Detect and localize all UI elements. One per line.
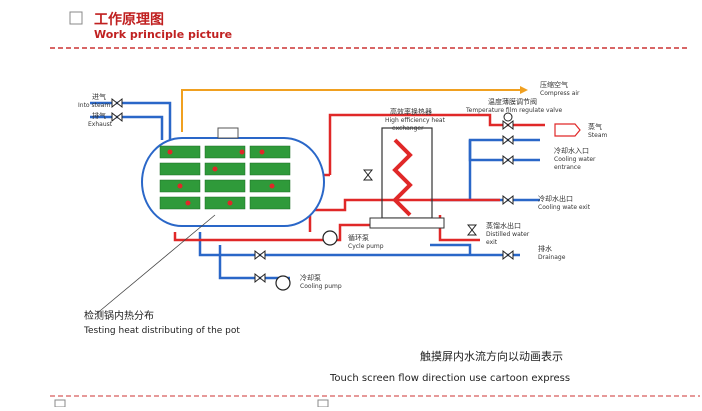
valve-water-2 bbox=[254, 272, 266, 284]
valve-exhaust bbox=[111, 111, 123, 123]
label-distilled-en2: exit bbox=[486, 239, 498, 246]
label-testing-en: Testing heat distributing of the pot bbox=[83, 326, 240, 336]
label-hx-en1: High efficiency heat bbox=[385, 117, 446, 124]
label-temp-valve-cn: 温度薄膜调节阀 bbox=[488, 97, 537, 106]
valve-steam-in bbox=[111, 97, 123, 109]
label-touch-cn: 触摸屏内水流方向以动画表示 bbox=[420, 349, 563, 363]
valve-steam bbox=[502, 119, 514, 131]
label-cycle-cn: 循环泵 bbox=[348, 233, 369, 242]
bottom-checkbox-left-icon bbox=[54, 399, 66, 408]
label-cool-pump-en: Cooling pump bbox=[300, 283, 342, 290]
heat-exchanger-body bbox=[381, 127, 433, 219]
label-drain-cn: 排水 bbox=[538, 244, 552, 253]
label-compress-air-en: Compress air bbox=[540, 90, 580, 97]
label-touch-en: Touch screen flow direction use cartoon … bbox=[329, 373, 570, 384]
compress-air-line bbox=[181, 89, 520, 132]
air-arrow-icon bbox=[520, 86, 528, 94]
valves bbox=[111, 97, 514, 284]
label-steam-in-en: Into steam bbox=[78, 102, 110, 109]
label-cool-in-en2: entrance bbox=[554, 164, 581, 171]
label-steam-cn: 蒸气 bbox=[588, 122, 602, 131]
valve-drain bbox=[502, 249, 514, 261]
tray-grid bbox=[159, 145, 291, 210]
valve-cool-in-2 bbox=[502, 154, 514, 166]
valve-cool-in-1 bbox=[502, 134, 514, 146]
label-steam-in-cn: 进气 bbox=[92, 92, 106, 101]
title-en: Work principle picture bbox=[94, 28, 232, 41]
valve-water-1 bbox=[254, 249, 266, 261]
label-cool-pump-cn: 冷却泵 bbox=[300, 273, 321, 282]
pot-top-port bbox=[217, 127, 239, 139]
label-compress-air-cn: 压缩空气 bbox=[540, 80, 568, 89]
label-cycle-en: Cycle pump bbox=[348, 243, 384, 250]
label-cool-out-cn: 冷却水出口 bbox=[538, 194, 573, 203]
valve-cool-out bbox=[502, 194, 514, 206]
label-hx-cn: 高效率换热器 bbox=[390, 107, 432, 116]
title-checkbox-icon bbox=[69, 11, 83, 25]
regulate-valve-actuator bbox=[503, 112, 513, 122]
label-drain-en: Drainage bbox=[538, 254, 566, 261]
heat-exchanger-base bbox=[369, 217, 445, 229]
heat-exchanger-coil bbox=[392, 138, 413, 217]
label-cool-in-cn: 冷却水入口 bbox=[554, 146, 589, 155]
label-temp-valve-en: Temperature film regulate valve bbox=[465, 107, 562, 114]
label-hx-en2: exchanger bbox=[392, 125, 424, 132]
valve-distilled bbox=[466, 224, 478, 236]
label-testing-cn: 检测锅内热分布 bbox=[84, 309, 154, 322]
label-cool-out-en: Cooling wate exit bbox=[538, 204, 591, 211]
steam-inlet-connector bbox=[554, 123, 581, 137]
bottom-checkbox-right-icon bbox=[317, 399, 329, 408]
label-cool-in-en1: Cooling water bbox=[554, 156, 596, 163]
valve-vertical bbox=[362, 169, 374, 181]
label-distilled-en1: Distilled water bbox=[486, 231, 530, 238]
label-exhaust-cn: 排气 bbox=[92, 111, 106, 120]
label-exhaust-en: Exhaust bbox=[88, 121, 113, 128]
title-cn: 工作原理图 bbox=[94, 11, 164, 28]
sensor-dots bbox=[167, 149, 275, 206]
label-distilled-cn: 蒸馏水出口 bbox=[486, 221, 521, 230]
cycle-pump-icon bbox=[322, 230, 338, 246]
label-steam-en: Steam bbox=[588, 132, 608, 139]
testing-leader-line bbox=[94, 214, 216, 316]
cooling-pump-icon bbox=[275, 275, 291, 291]
